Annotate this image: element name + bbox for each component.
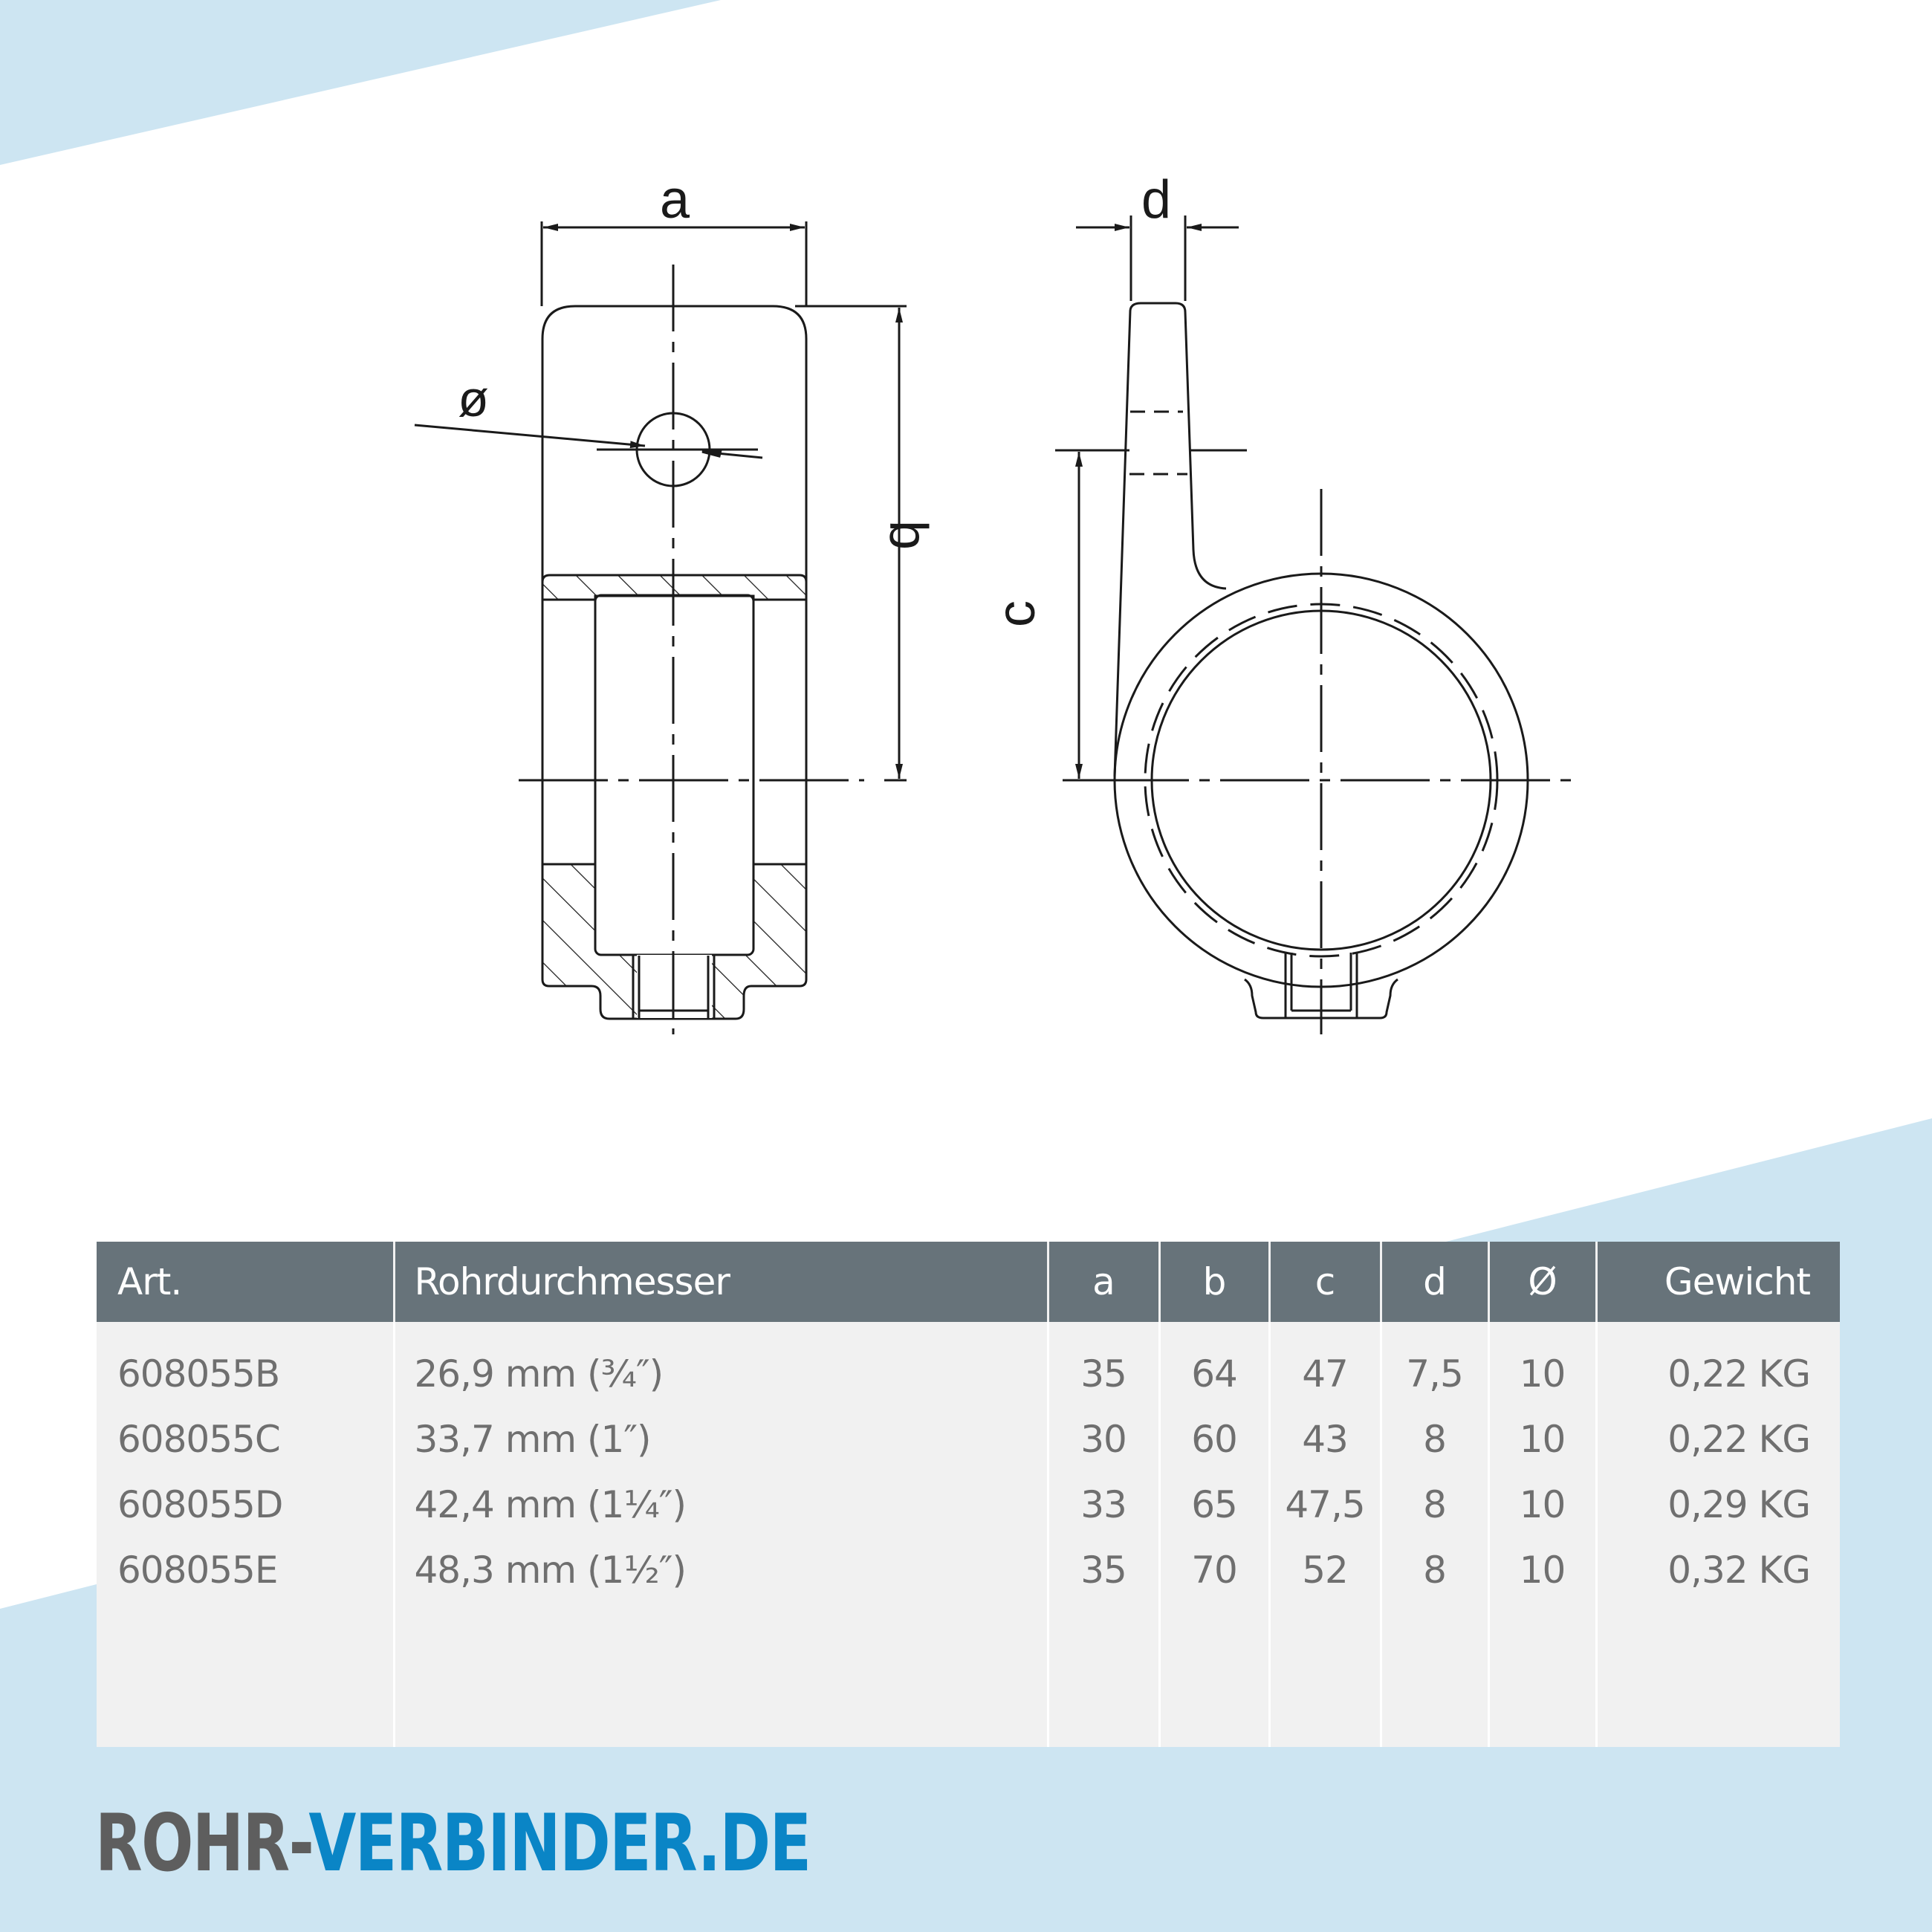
cell-d: 8 xyxy=(1423,1483,1447,1526)
cell-b: 65 xyxy=(1191,1483,1238,1526)
header-hole-diameter: Ø xyxy=(1487,1242,1596,1322)
cell-weight: 0,29 KG xyxy=(1667,1483,1811,1526)
header-a: a xyxy=(1046,1242,1159,1322)
brand-logo: ROHR-VERBINDER.DE xyxy=(95,1804,811,1883)
cell-pipe-diameter: 26,9 mm (¾″) xyxy=(414,1352,664,1395)
cell-pipe-diameter: 33,7 mm (1″) xyxy=(414,1418,652,1461)
cell-d: 8 xyxy=(1423,1418,1447,1461)
header-b: b xyxy=(1158,1242,1269,1322)
cell-hole-diameter: 10 xyxy=(1519,1418,1566,1461)
cell-art: 608055B xyxy=(117,1352,280,1395)
header-pipe-diameter: Rohrdurchmesser xyxy=(392,1242,1048,1322)
cell-pipe-diameter: 48,3 mm (1½″) xyxy=(414,1549,687,1592)
header-weight: Gewicht xyxy=(1595,1242,1840,1322)
dim-label-c: c xyxy=(987,600,1046,627)
side-view xyxy=(1055,215,1572,1034)
header-art: Art. xyxy=(97,1242,394,1322)
header-c: c xyxy=(1268,1242,1381,1322)
cell-weight: 0,32 KG xyxy=(1667,1549,1811,1592)
cell-b: 64 xyxy=(1191,1352,1238,1395)
cell-art: 608055E xyxy=(117,1549,278,1592)
cell-b: 70 xyxy=(1191,1549,1238,1592)
header-d: d xyxy=(1379,1242,1488,1322)
cell-hole-diameter: 10 xyxy=(1519,1549,1566,1592)
top-left-band xyxy=(0,0,721,165)
brand-logo-part1: ROHR- xyxy=(95,1798,310,1889)
column-hole-diameter: 10 10 10 10 xyxy=(1487,1322,1596,1747)
cell-d: 8 xyxy=(1423,1549,1447,1592)
dim-label-hole: ø xyxy=(458,371,489,427)
column-weight: 0,22 KG 0,22 KG 0,29 KG 0,32 KG xyxy=(1595,1322,1840,1747)
cell-hole-diameter: 10 xyxy=(1519,1483,1566,1526)
cell-c: 47,5 xyxy=(1285,1483,1365,1526)
column-art: 608055B 608055C 608055D 608055E xyxy=(97,1322,394,1747)
front-view xyxy=(414,221,907,1034)
spec-table: Art. Rohrdurchmesser a b c d Ø Gewicht 6… xyxy=(97,1242,1840,1747)
column-a: 35 30 33 35 xyxy=(1046,1322,1159,1747)
cell-c: 52 xyxy=(1302,1549,1349,1592)
cell-hole-diameter: 10 xyxy=(1519,1352,1566,1395)
cell-weight: 0,22 KG xyxy=(1667,1352,1811,1395)
cell-a: 30 xyxy=(1080,1418,1127,1461)
cell-pipe-diameter: 42,4 mm (1¼″) xyxy=(414,1483,687,1526)
cell-a: 35 xyxy=(1080,1549,1127,1592)
dim-label-a: a xyxy=(660,170,690,230)
cell-weight: 0,22 KG xyxy=(1667,1418,1811,1461)
table-header-row: Art. Rohrdurchmesser a b c d Ø Gewicht xyxy=(97,1242,1840,1322)
column-c: 47 43 47,5 52 xyxy=(1268,1322,1381,1747)
column-b: 64 60 65 70 xyxy=(1158,1322,1269,1747)
table-body: 608055B 608055C 608055D 608055E 26,9 mm … xyxy=(97,1322,1840,1747)
cell-art: 608055D xyxy=(117,1483,283,1526)
column-d: 7,5 8 8 8 xyxy=(1379,1322,1488,1747)
cell-d: 7,5 xyxy=(1406,1352,1464,1395)
brand-logo-part2: VERBINDER.DE xyxy=(308,1798,811,1889)
dim-label-b: b xyxy=(878,520,938,550)
cell-a: 35 xyxy=(1080,1352,1127,1395)
cell-a: 33 xyxy=(1080,1483,1127,1526)
cell-b: 60 xyxy=(1191,1418,1238,1461)
cell-c: 47 xyxy=(1302,1352,1349,1395)
dim-label-d: d xyxy=(1141,170,1171,230)
cell-art: 608055C xyxy=(117,1418,281,1461)
column-pipe-diameter: 26,9 mm (¾″) 33,7 mm (1″) 42,4 mm (1¼″) … xyxy=(392,1322,1048,1747)
technical-drawing: a b ø d c xyxy=(414,170,1572,1034)
cell-c: 43 xyxy=(1302,1418,1349,1461)
